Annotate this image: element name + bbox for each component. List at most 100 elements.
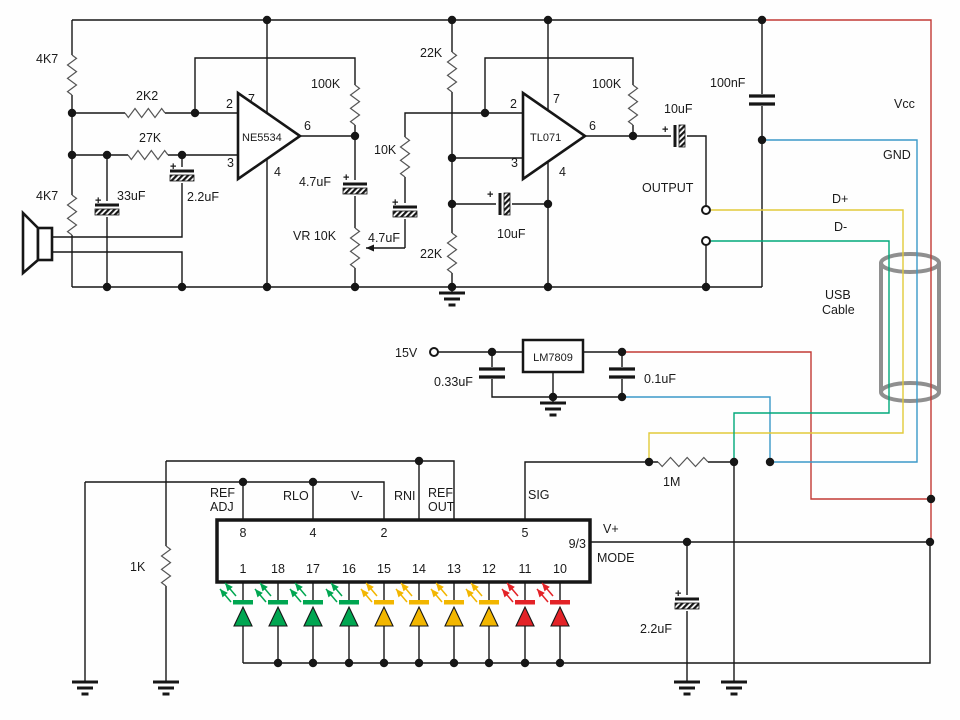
- label-ADJ: ADJ: [210, 500, 234, 514]
- junction-dot: [644, 457, 654, 467]
- led-green-emit-arrow-head: [290, 589, 298, 598]
- opamp-NE5534: [236, 90, 303, 182]
- led-green-emit-arrow-head: [326, 589, 334, 598]
- junction-dot: [543, 282, 553, 292]
- junction-dot: [308, 658, 318, 668]
- label-15V: 15V: [395, 346, 418, 360]
- label-2K2: 2K2: [136, 89, 158, 103]
- led-yellow-triangle: [444, 605, 464, 627]
- junction-dot: [548, 392, 558, 402]
- junction-dot: [262, 282, 272, 292]
- resistor-2K2: [124, 107, 166, 119]
- junction-dot: [177, 282, 187, 292]
- capacitor-polar-10uF: [503, 192, 511, 216]
- label-+: +: [343, 172, 349, 184]
- junction-dot: [520, 658, 530, 668]
- junction-dot: [628, 131, 638, 141]
- led-yellow-emit-arrow-head: [471, 583, 479, 592]
- junction-dot: [484, 658, 494, 668]
- label-100K: 100K: [311, 77, 341, 91]
- junction-dot: [414, 456, 424, 466]
- junction-dot: [926, 494, 936, 504]
- output-terminal-minus: [701, 236, 711, 246]
- led-green-cathode-bar: [233, 600, 253, 605]
- label-8: 8: [240, 526, 247, 540]
- led-yellow-emit-arrow-head: [401, 583, 409, 592]
- junction-dot: [447, 282, 457, 292]
- led-yellow-cathode-bar: [479, 600, 499, 605]
- junction-dot: [379, 658, 389, 668]
- led-green-emit-arrow-head: [255, 589, 263, 598]
- label-USB: USB: [825, 288, 851, 302]
- led-yellow-cathode-bar: [444, 600, 464, 605]
- junction-dot: [447, 15, 457, 25]
- led-red-emit-arrow-head: [542, 583, 550, 592]
- label-OUT: OUT: [428, 500, 455, 514]
- resistor-4K7: [66, 194, 78, 236]
- junction-dot: [273, 658, 283, 668]
- junction-dot: [682, 537, 692, 547]
- resistor-27K: [127, 149, 169, 161]
- label-27K: 27K: [139, 131, 162, 145]
- output-terminal-plus: [701, 205, 711, 215]
- junction-dot: [729, 457, 739, 467]
- wiper-arrow-head: [366, 244, 374, 252]
- led-green-triangle: [233, 605, 253, 627]
- led-red-cathode-bar: [515, 600, 535, 605]
- label-10uF: 10uF: [497, 227, 526, 241]
- junction-dot: [617, 347, 627, 357]
- wire-vcc: [762, 19, 932, 499]
- resistor-22K: [446, 232, 458, 274]
- wire-wire: [52, 183, 183, 238]
- led-yellow-emit-arrow-head: [396, 589, 404, 598]
- label-33uF: 33uF: [117, 189, 146, 203]
- label-47uF: 4.7uF: [368, 231, 400, 245]
- label-LM7809: LM7809: [533, 352, 573, 364]
- led-red-emit-arrow-head: [537, 589, 545, 598]
- led-yellow-cathode-bar: [374, 600, 394, 605]
- led-green-emit-arrow-head: [260, 583, 268, 592]
- wire-wire: [687, 135, 707, 206]
- label-6: 6: [589, 119, 596, 133]
- opamp-TL071: [521, 90, 588, 182]
- label-22K: 22K: [420, 46, 443, 60]
- usb-cable-end: [879, 381, 941, 403]
- junction-dot: [765, 457, 775, 467]
- led-green-emit-arrow-head: [295, 583, 303, 592]
- label-10uF: 10uF: [664, 102, 693, 116]
- label-NE5534: NE5534: [242, 132, 282, 144]
- junction-dot: [67, 108, 77, 118]
- wire-wire: [484, 57, 634, 113]
- junction-dot: [238, 477, 248, 487]
- led-red-cathode-bar: [550, 600, 570, 605]
- junction-dot: [350, 131, 360, 141]
- label-4: 4: [559, 165, 566, 179]
- led-green-emit-arrow-head: [220, 589, 228, 598]
- led-green-emit-arrow-head: [331, 583, 339, 592]
- label-16: 16: [342, 562, 356, 576]
- resistor-4K7: [66, 54, 78, 96]
- wire-vcc: [622, 351, 932, 542]
- label-100K: 100K: [592, 77, 622, 91]
- label-TL071: TL071: [530, 132, 561, 144]
- junction-dot: [350, 282, 360, 292]
- junction-dot: [308, 477, 318, 487]
- speaker-icon: [36, 226, 54, 262]
- label-Vcc: Vcc: [894, 97, 915, 111]
- label-OUTPUT: OUTPUT: [642, 181, 694, 195]
- capacitor-polar-33uF: [94, 208, 120, 216]
- label-1K: 1K: [130, 560, 146, 574]
- led-green-emit-arrow-head: [225, 583, 233, 592]
- label-11: 11: [519, 562, 532, 576]
- junction-dot: [555, 658, 565, 668]
- led-driver-ic: [215, 518, 592, 584]
- led-yellow-cathode-bar: [409, 600, 429, 605]
- label-2: 2: [381, 526, 388, 540]
- junction-dot: [102, 150, 112, 160]
- led-red-emit-arrow-head: [502, 589, 510, 598]
- junction-dot: [177, 150, 187, 160]
- led-red-emit-arrow-head: [507, 583, 515, 592]
- label-5: 5: [522, 526, 529, 540]
